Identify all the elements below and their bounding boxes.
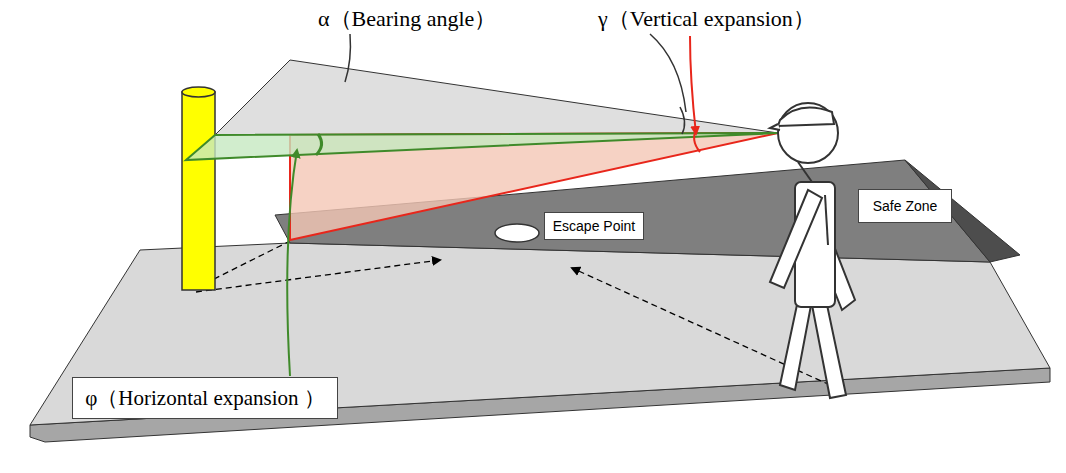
node-text: Safe Zone (873, 198, 938, 214)
bearing-plane (215, 60, 778, 135)
phi-leader (287, 150, 297, 376)
safe-zone-label: Safe Zone (858, 189, 953, 223)
horizontal-plane (186, 133, 778, 160)
phi-label-box: φ（Horizontal expansion ） (72, 377, 338, 419)
person (770, 103, 855, 398)
alpha-leader-line (650, 34, 686, 112)
alpha-leader (345, 34, 350, 82)
alpha-arc (680, 107, 685, 134)
alpha-label: α（Bearing angle） (318, 6, 496, 31)
phi-arc (316, 134, 322, 155)
escape-point-label: Escape Point (544, 212, 645, 240)
gamma-label: γ（Vertical expansion） (598, 6, 815, 31)
pole-top (182, 87, 215, 97)
escape-point-mark (495, 224, 539, 242)
node-text: Escape Point (553, 218, 636, 234)
node-text: φ（Horizontal expansion ） (85, 384, 325, 412)
pole (182, 92, 215, 290)
gamma-leader (690, 36, 696, 134)
dashed-arrow (196, 260, 440, 292)
